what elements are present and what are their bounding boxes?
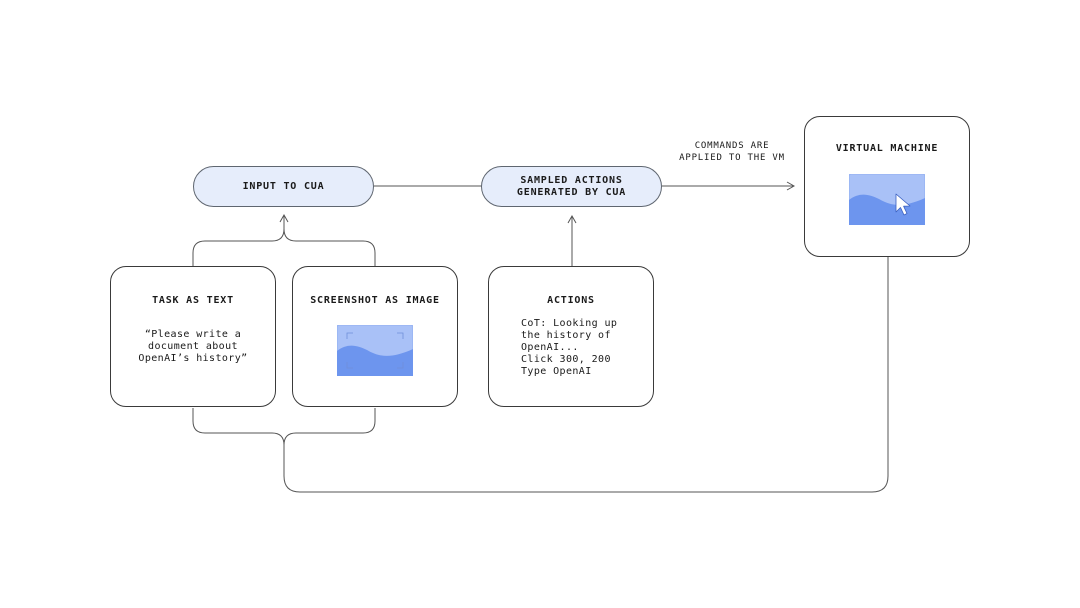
bottom-brace: [192, 408, 376, 446]
virtual-machine-node: VIRTUAL MACHINE: [804, 116, 970, 257]
task-as-text-title: TASK AS TEXT: [152, 295, 234, 306]
top-brace: [192, 228, 376, 266]
loop-back-line: [283, 256, 889, 493]
input-to-cua-label: INPUT TO CUA: [242, 180, 325, 192]
input-to-cua-node: INPUT TO CUA: [193, 166, 374, 207]
image-placeholder-icon: [337, 325, 413, 376]
task-text: “Please write a document about OpenAI’s …: [138, 329, 248, 364]
vm-screen-icon: [849, 174, 925, 225]
screenshot-as-image-node: SCREENSHOT AS IMAGE: [292, 266, 458, 407]
screenshot-as-image-title: SCREENSHOT AS IMAGE: [310, 295, 440, 306]
virtual-machine-title: VIRTUAL MACHINE: [835, 143, 939, 154]
cursor-icon: [895, 193, 911, 216]
actions-title: ACTIONS: [547, 295, 595, 306]
sampled-actions-label: SAMPLED ACTIONS GENERATED BY CUA: [516, 174, 627, 198]
task-as-text-node: TASK AS TEXT “Please write a document ab…: [110, 266, 276, 407]
actions-text: CoT: Looking up the history of OpenAI...…: [521, 318, 618, 377]
commands-applied-label: COMMANDS ARE APPLIED TO THE VM: [679, 141, 785, 163]
actions-node: ACTIONS CoT: Looking up the history of O…: [488, 266, 654, 407]
sampled-actions-node: SAMPLED ACTIONS GENERATED BY CUA: [481, 166, 662, 207]
